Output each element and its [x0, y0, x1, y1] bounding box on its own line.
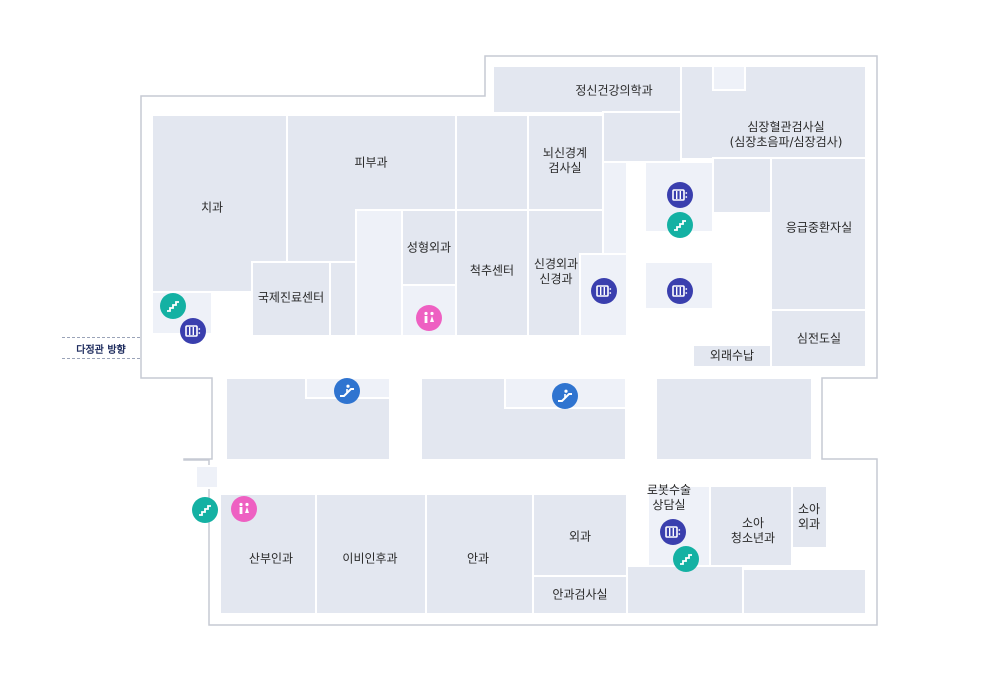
label-spine-center: 척추센터: [469, 263, 515, 278]
room-surgery[interactable]: [532, 493, 628, 577]
room-international-center[interactable]: [251, 261, 331, 337]
room-outpatient-payment[interactable]: [692, 344, 772, 368]
elevator-icon[interactable]: [660, 519, 686, 545]
label-ecg: 심전도실: [796, 331, 842, 346]
zone-light-1: [355, 209, 403, 337]
label-robot-surgery-consult: 로봇수술 상담실: [646, 483, 692, 512]
room-pediatrics[interactable]: [709, 485, 793, 567]
room-small-a: [329, 261, 357, 337]
room-corridor-block: [455, 114, 529, 211]
stairs-icon[interactable]: [673, 546, 699, 572]
zone-light-9: [195, 465, 219, 489]
elevator-icon[interactable]: [180, 318, 206, 344]
elevator-icon[interactable]: [591, 278, 617, 304]
room-plastic-surgery[interactable]: [401, 209, 457, 286]
escalator-icon[interactable]: [334, 378, 360, 404]
restroom-icon[interactable]: [416, 305, 442, 331]
label-ophthalmic-exam: 안과검사실: [552, 587, 608, 602]
zone-light-3: [602, 161, 628, 255]
escalator-icon[interactable]: [552, 383, 578, 409]
label-international-center: 국제진료센터: [257, 290, 325, 305]
room-ent[interactable]: [315, 493, 427, 615]
room-bottom-right: [742, 568, 867, 615]
room-ecg[interactable]: [770, 309, 867, 368]
label-plastic-surgery: 성형외과: [406, 240, 452, 255]
label-outpatient-payment: 외래수납: [709, 348, 755, 363]
room-center-right: [655, 377, 813, 461]
label-ent: 이비인후과: [342, 551, 398, 566]
zone-light-7: [712, 65, 746, 91]
label-emergency: 응급중환자실: [785, 220, 853, 235]
label-surgery: 외과: [568, 529, 592, 544]
label-neurosurgery: 신경외과 신경과: [533, 257, 579, 286]
label-psychiatry: 정신건강의학과: [575, 83, 653, 98]
room-emergency[interactable]: [770, 157, 867, 311]
room-cardio-exam-lower: [712, 157, 772, 214]
restroom-icon[interactable]: [231, 496, 257, 522]
label-dental: 치과: [200, 200, 224, 215]
room-bottom-mid: [626, 565, 744, 615]
stairs-icon[interactable]: [192, 497, 218, 523]
direction-tag[interactable]: 다정관 방향: [62, 337, 140, 359]
label-ophthalmology: 안과: [466, 551, 490, 566]
room-psychiatry-lower: [602, 111, 682, 163]
label-neuro-exam: 뇌신경계 검사실: [542, 146, 588, 175]
elevator-icon[interactable]: [667, 182, 693, 208]
label-dermatology: 피부과: [354, 155, 388, 170]
label-cardio-exam: 심장혈관검사실 (심장초음파/심장검사): [729, 120, 843, 149]
room-pediatric-surgery[interactable]: [791, 485, 828, 549]
stairs-icon[interactable]: [160, 293, 186, 319]
label-pediatric-surgery: 소아 외과: [797, 502, 821, 531]
label-pediatrics: 소아 청소년과: [730, 516, 776, 545]
stairs-icon[interactable]: [667, 212, 693, 238]
room-spine-center[interactable]: [455, 209, 529, 337]
label-obgyn: 산부인과: [248, 551, 294, 566]
elevator-icon[interactable]: [667, 278, 693, 304]
room-ophthalmology[interactable]: [425, 493, 534, 615]
room-dental[interactable]: [151, 114, 288, 293]
room-ophthalmic-exam[interactable]: [532, 575, 628, 615]
